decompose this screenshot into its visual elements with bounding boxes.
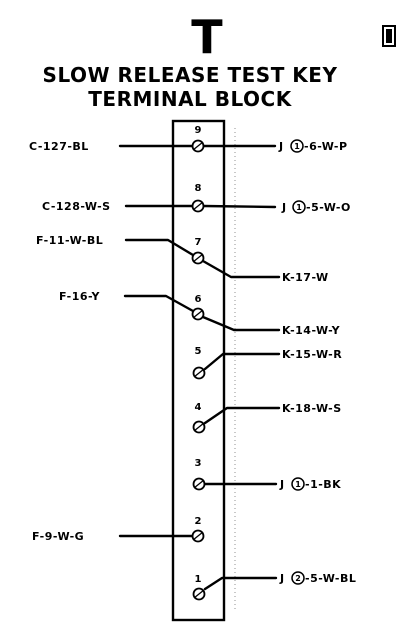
wire-label-right: K-14-W-Y — [282, 324, 341, 337]
wire — [203, 352, 281, 371]
terminal-5: 5 K-15-W-R — [192, 346, 342, 380]
wire-label-right-prefix: J — [279, 572, 285, 585]
connector-circle-icon — [290, 139, 304, 153]
wire-label-left: F-9-W-G — [32, 530, 84, 543]
diagram-title-line2: TERMINAL BLOCK — [88, 87, 292, 111]
wire — [201, 315, 281, 332]
terminal-8: 8 C-128-W-S J 1 -5-W-O — [42, 183, 351, 214]
wire-label-left: F-11-W-BL — [36, 234, 103, 247]
terminal-6: 6 F-16-Y K-14-W-Y — [59, 290, 341, 337]
terminal-number: 5 — [195, 346, 202, 357]
wire-label-right: -5-W-BL — [305, 572, 356, 585]
wire — [123, 294, 195, 313]
screw-icon — [191, 307, 205, 321]
connector-circle-icon — [291, 477, 305, 491]
screw-icon — [192, 587, 206, 601]
screw-icon — [192, 366, 206, 380]
connector-circle-icon — [292, 200, 306, 214]
wire-label-right: K-17-W — [282, 271, 329, 284]
terminal-number: 1 — [195, 574, 202, 585]
wire-label-right-prefix: J — [278, 140, 284, 153]
terminal-7: 7 F-11-W-BL K-17-W — [36, 234, 329, 284]
wire — [203, 576, 278, 591]
wire-label-right: -5-W-O — [306, 201, 351, 214]
connector-number: 2 — [295, 574, 301, 583]
terminal-number: 2 — [195, 516, 202, 527]
wire-label-right: K-15-W-R — [282, 348, 342, 361]
section-letter: T — [191, 10, 223, 64]
connector-number: 1 — [296, 203, 302, 212]
wire-label-right-prefix: J — [279, 478, 285, 491]
diagram-title-line1: SLOW RELEASE TEST KEY — [43, 63, 338, 87]
wire — [201, 259, 281, 279]
screw-icon — [192, 420, 206, 434]
connector-number: 1 — [294, 142, 300, 151]
terminal-number: 6 — [195, 294, 202, 305]
terminal-number: 7 — [195, 237, 202, 248]
terminal-number: 3 — [195, 458, 202, 469]
wire-label-left: F-16-Y — [59, 290, 100, 303]
wire — [203, 406, 281, 425]
wire — [202, 204, 277, 209]
terminal-2: 2 F-9-W-G — [32, 516, 205, 543]
wire-label-right: K-18-W-S — [282, 402, 342, 415]
terminal-number: 4 — [195, 402, 202, 413]
wire-label-left: C-127-BL — [29, 140, 89, 153]
wire — [124, 238, 195, 257]
wire-label-right-prefix: J — [281, 201, 287, 214]
wire-label-left: C-128-W-S — [42, 200, 111, 213]
terminal-number: 8 — [195, 183, 202, 194]
corner-mark — [382, 25, 396, 47]
terminal-1: 1 J 2 -5-W-BL — [192, 571, 356, 601]
connector-number: 1 — [295, 480, 301, 489]
connector-circle-icon — [291, 571, 305, 585]
terminal-3: 3 J 1 -1-BK — [192, 458, 341, 491]
terminal-strip — [171, 119, 226, 622]
terminal-number: 9 — [195, 125, 202, 136]
screw-icon — [191, 251, 205, 265]
terminal-4: 4 K-18-W-S — [192, 402, 342, 434]
corner-mark-fill — [386, 29, 392, 43]
terminal-9: 9 C-127-BL J 1 -6-W-P — [29, 125, 348, 153]
wire-label-right: -1-BK — [305, 478, 341, 491]
wire-label-right: -6-W-P — [304, 140, 348, 153]
